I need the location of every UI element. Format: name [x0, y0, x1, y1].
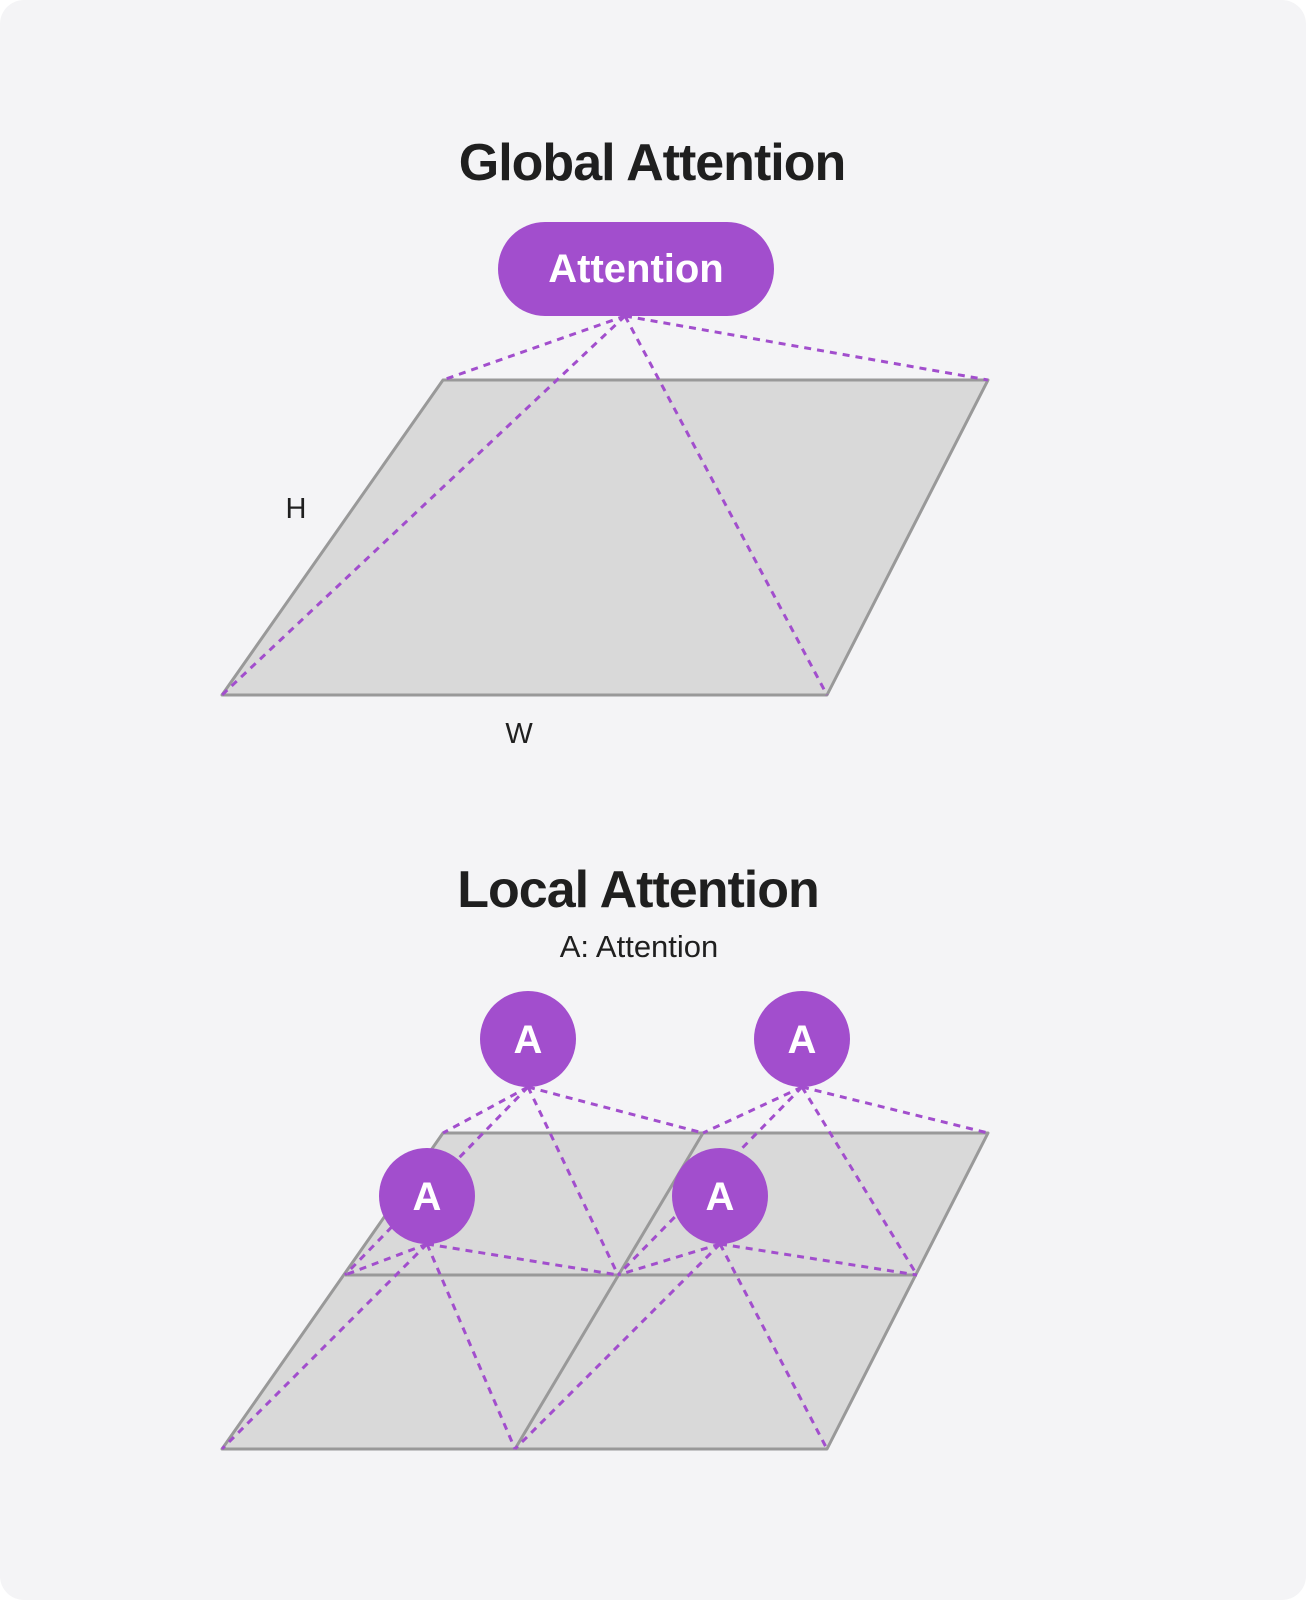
local-attention-circle: [480, 991, 576, 1087]
global-link-top-left: [442, 314, 626, 382]
local-plane-outline: [220, 1131, 990, 1451]
local-attention-circle: [672, 1148, 768, 1244]
local-attention-node-top-left: A: [480, 991, 576, 1087]
local-feature-plane: [220, 1131, 990, 1451]
window-top-right-link: [800, 1086, 919, 1276]
global-attention-links: [220, 314, 989, 697]
height-label: H: [286, 493, 307, 525]
global-link-bottom-left: [220, 314, 627, 697]
window-bottom-left-link: [426, 1242, 619, 1277]
local-attention-label: A: [413, 1175, 442, 1219]
window-bottom-right-link: [513, 1242, 722, 1451]
local-attention-node-top-right: A: [754, 991, 850, 1087]
local-attention-title: Local Attention: [457, 861, 819, 919]
local-grid-vertical-divider: [513, 1132, 705, 1450]
local-attention-circle: [754, 991, 850, 1087]
width-label: W: [505, 718, 533, 750]
window-bottom-left-link: [344, 1242, 428, 1277]
window-bottom-left-link: [220, 1242, 429, 1451]
global-attention-title: Global Attention: [459, 134, 845, 192]
attention-pill-label: Attention: [548, 247, 724, 291]
local-attention-node-bottom-left: A: [379, 1148, 475, 1244]
local-attention-circle: [379, 1148, 475, 1244]
attention-pill: [498, 222, 774, 316]
global-link-top-right: [624, 314, 989, 382]
window-top-right-link: [801, 1085, 989, 1135]
global-link-bottom-right: [623, 315, 829, 696]
local-attention-label: A: [514, 1018, 543, 1062]
window-top-right-link: [702, 1085, 803, 1135]
local-attention-legend: A: Attention: [560, 929, 719, 964]
local-attention-label: A: [788, 1018, 817, 1062]
global-feature-plane: [220, 378, 990, 697]
window-top-left-link: [442, 1085, 529, 1135]
local-attention-node-bottom-right: A: [672, 1148, 768, 1244]
window-top-left-link: [526, 1086, 620, 1276]
local-attention-label: A: [706, 1175, 735, 1219]
window-bottom-left-link: [425, 1243, 517, 1450]
global-attention-node: Attention: [498, 222, 774, 316]
window-top-left-link: [527, 1085, 704, 1135]
window-bottom-right-link: [617, 1242, 721, 1277]
